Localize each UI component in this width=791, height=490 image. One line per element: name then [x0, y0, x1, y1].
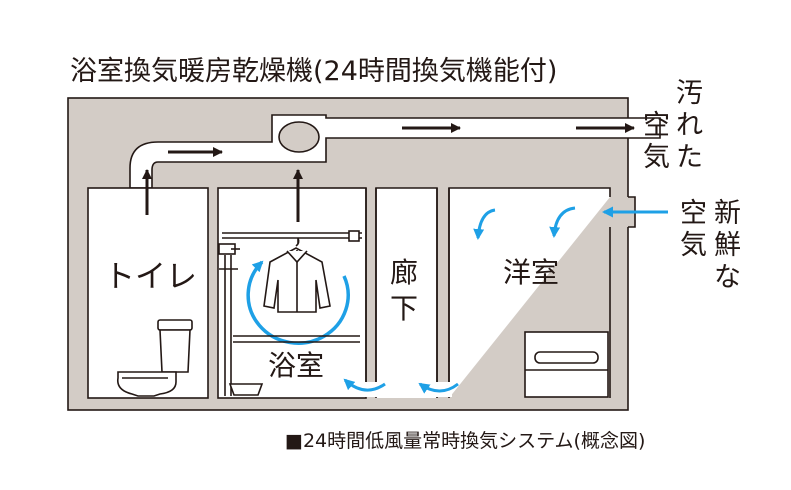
basin-icon — [228, 383, 264, 396]
room-airflow-arrow-1 — [473, 208, 496, 240]
bathroom-airflow-arrow — [343, 378, 386, 392]
hallway-label-line2: 下 — [390, 292, 418, 325]
fresh-air-label-4: 空 — [680, 198, 707, 229]
exhaust-duct — [129, 114, 661, 189]
shower-icon — [218, 243, 360, 396]
diagram-caption: ■24時間低風量常時換気システム(概念図) — [285, 429, 645, 452]
hallway-label-line1: 廊 — [390, 256, 418, 289]
bed-icon — [524, 331, 609, 398]
dirty-air-label-5: 気 — [643, 142, 670, 173]
shirt-icon — [263, 237, 331, 313]
fresh-air-label-2: 鮮 — [714, 230, 741, 261]
dirty-air-label-2: れ — [676, 110, 703, 141]
diagram-title: 浴室換気暖房乾燥機(24時間換気機能付) — [70, 56, 557, 87]
drying-rod-icon — [222, 230, 362, 242]
toilet-icon — [116, 319, 193, 397]
dirty-air-label-1: 汚 — [676, 78, 703, 109]
western-room-label: 洋室 — [503, 256, 559, 289]
fresh-air-label-3: な — [714, 262, 741, 293]
bathroom-label: 浴室 — [268, 349, 324, 382]
fresh-air-label-1: 新 — [714, 198, 741, 229]
dirty-air-label-3: た — [676, 142, 703, 173]
hallway-airflow-arrow — [418, 382, 459, 394]
room-airflow-arrow-2 — [549, 206, 576, 238]
dirty-air-label-4: 空 — [643, 110, 670, 141]
fan-unit — [278, 121, 320, 153]
toilet-label: トイレ — [104, 259, 197, 295]
fresh-air-label-5: 気 — [680, 230, 707, 261]
